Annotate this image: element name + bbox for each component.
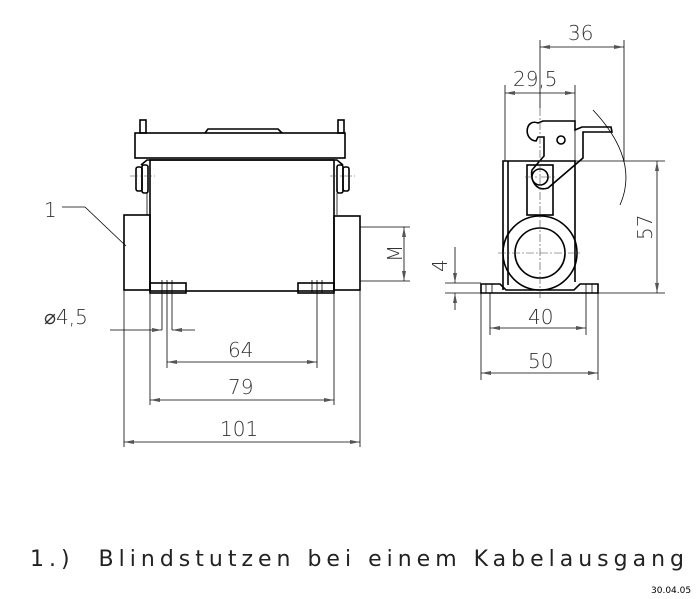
dim-101: 101 — [220, 417, 258, 441]
dim-m: M — [383, 245, 407, 262]
right-cable-entry — [333, 215, 361, 291]
dim-50: 50 — [528, 349, 553, 373]
side-base-plate — [480, 283, 599, 294]
dim-64: 64 — [228, 338, 253, 362]
hood-ridge — [204, 128, 283, 134]
hole-diameter-label: ⌀4,5 — [44, 305, 88, 329]
dim-40: 40 — [528, 305, 553, 329]
dim-57: 57 — [633, 215, 657, 240]
latch-lever — [526, 120, 613, 190]
right-hinge-pin — [342, 166, 350, 192]
right-tab — [337, 119, 345, 134]
date-stamp: 30.04.05 — [651, 586, 691, 596]
part-number-label: 1 — [44, 198, 57, 222]
dim-79: 79 — [228, 375, 253, 399]
front-view — [62, 119, 410, 447]
left-foot — [149, 282, 187, 294]
left-tab — [139, 119, 147, 134]
right-foot — [297, 282, 335, 294]
housing-body — [149, 159, 335, 292]
dim-4: 4 — [428, 259, 452, 272]
dim-36: 36 — [568, 21, 593, 45]
dim-29-5: 29,5 — [513, 67, 558, 91]
left-hinge-pin — [135, 166, 143, 192]
caption: 1.) Blindstutzen bei einem Kabelausgang — [30, 547, 689, 572]
left-cable-entry — [123, 214, 151, 291]
hood-top-bar — [134, 132, 346, 159]
side-view — [445, 40, 665, 380]
